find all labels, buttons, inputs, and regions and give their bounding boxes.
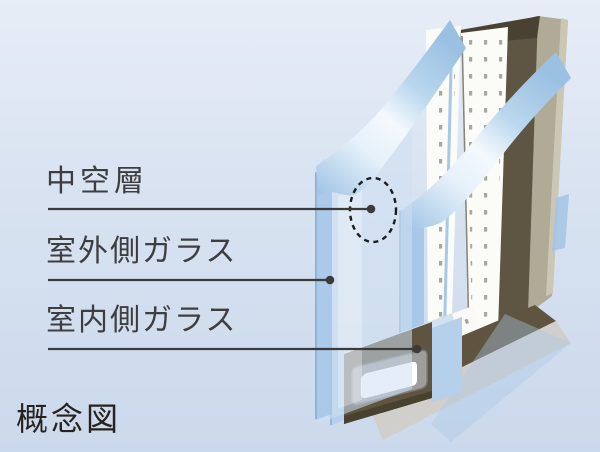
leader-line-inner-glass — [48, 344, 422, 354]
label-air-layer: 中空層 — [46, 165, 148, 198]
leader-line-air-layer — [48, 204, 376, 214]
outer-glass-pane — [315, 20, 466, 424]
label-indoor-glass: 室内側ガラス — [46, 304, 238, 337]
spacer-strip-right — [461, 27, 508, 342]
inner-glass-cut-ribbon — [404, 52, 571, 233]
caption-conceptual-diagram: 概念図 — [16, 401, 122, 437]
leader-line-outer-glass — [48, 275, 335, 285]
inner-glass-cut-edge — [432, 317, 462, 402]
inner-glass-right-edge — [552, 194, 569, 251]
label-outdoor-glass: 室外側ガラス — [46, 235, 238, 268]
outer-glass-cut-ribbon — [316, 20, 466, 196]
